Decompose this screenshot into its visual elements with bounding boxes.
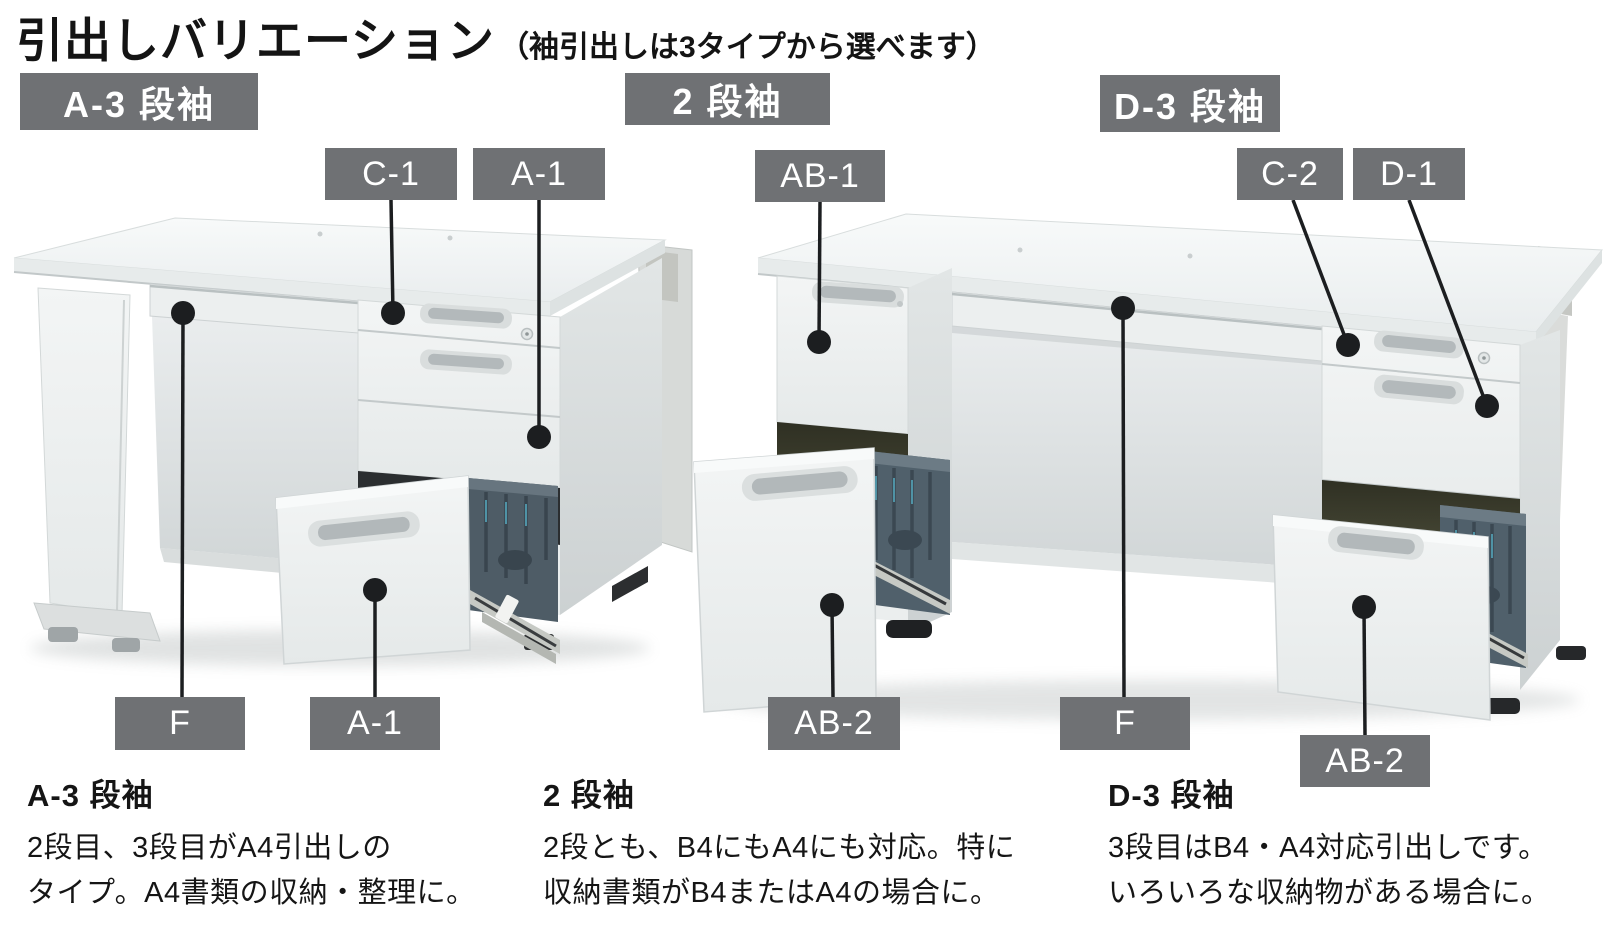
drawer-slide-rails [470, 590, 560, 664]
description-d3: D-3 段袖 3段目はB4・A4対応引出しです。 いろいろな収納物がある場合に。 [1108, 776, 1618, 916]
leader-d1 [1407, 199, 1499, 418]
type-header-a3: A-3 段袖 [20, 73, 258, 130]
callout-ab2-middle: AB-2 [768, 697, 900, 750]
type-header-d3: D-3 段袖 [1100, 75, 1280, 132]
description-heading: D-3 段袖 [1108, 778, 1235, 813]
desktop-right-edge [1536, 250, 1602, 346]
description-a3: A-3 段袖 2段目、3段目がA4引出しの タイプ。A4書類の収納・整理に。 [27, 776, 527, 916]
description-heading: A-3 段袖 [27, 778, 154, 813]
description-line: 2段目、3段目がA4引出しの [27, 832, 392, 864]
leader-lines [171, 199, 1499, 736]
drawer-handle [1374, 330, 1464, 359]
page-title-note: （袖引出しは3タイプから選べます） [499, 31, 996, 64]
desk-photo-a3 [13, 217, 693, 666]
page-title: 引出しバリエーション （袖引出しは3タイプから選べます） [16, 2, 996, 71]
callout-c2: C-2 [1237, 148, 1343, 200]
drawer-handle [308, 511, 420, 547]
description-line: 2段とも、B4にもA4にも対応。特に [543, 832, 1016, 864]
description-line: いろいろな収納物がある場合に。 [1108, 877, 1551, 909]
open-drawer-front [1272, 514, 1491, 721]
description-heading: 2 段袖 [543, 778, 635, 813]
pedestal-side [560, 258, 662, 615]
open-drawer-front [693, 447, 877, 713]
leader-ab2-middle [820, 593, 844, 698]
open-drawer-interior [468, 478, 558, 622]
leader-c2 [1291, 199, 1360, 357]
drawer-handle [811, 281, 904, 308]
description-line: タイプ。A4書類の収納・整理に。 [27, 877, 476, 909]
leader-a1-top [527, 200, 551, 449]
callout-ab2-right: AB-2 [1300, 735, 1430, 787]
leader-ab1 [807, 201, 831, 354]
desktop-right-edge [550, 240, 665, 316]
drawer-handle [1373, 374, 1464, 405]
page-title-main: 引出しバリエーション [16, 14, 496, 67]
callout-f-left: F [115, 697, 245, 750]
callout-d1: D-1 [1353, 148, 1465, 200]
panel-leg [37, 287, 131, 616]
drawer-slide-rails [868, 558, 950, 638]
drawer-handle [741, 466, 858, 501]
callout-f-right: F [1060, 697, 1190, 750]
drawer-handle [420, 349, 512, 375]
callout-ab1: AB-1 [755, 150, 885, 202]
description-2dan: 2 段袖 2段とも、B4にもA4にも対応。特に 収納書類がB4またはA4の場合に… [543, 776, 1073, 916]
drawer-handle [1328, 526, 1424, 560]
type-header-2dan: 2 段袖 [625, 73, 830, 125]
description-line: 3段目はB4・A4対応引出しです。 [1108, 832, 1548, 864]
open-drawer-front [275, 475, 471, 665]
pedestal-side [1520, 330, 1560, 690]
modesty-panel [952, 322, 1322, 568]
leader-a1-bottom [363, 578, 387, 697]
callout-a1-bottom: A-1 [310, 697, 440, 750]
callout-a1-top: A-1 [473, 148, 605, 200]
desktop-front-edge [14, 258, 550, 318]
callout-c1: C-1 [325, 148, 457, 200]
desk-photo-right [693, 213, 1604, 721]
leader-f-right [1111, 296, 1135, 698]
drawer-handle [420, 303, 512, 329]
leader-c1 [381, 199, 405, 325]
leader-ab2-right [1352, 595, 1376, 736]
leader-f-left [171, 301, 195, 698]
pedestal-front [357, 299, 561, 489]
panel-leg-foot [33, 602, 161, 642]
description-line: 収納書類がB4またはA4の場合に。 [543, 877, 1000, 909]
